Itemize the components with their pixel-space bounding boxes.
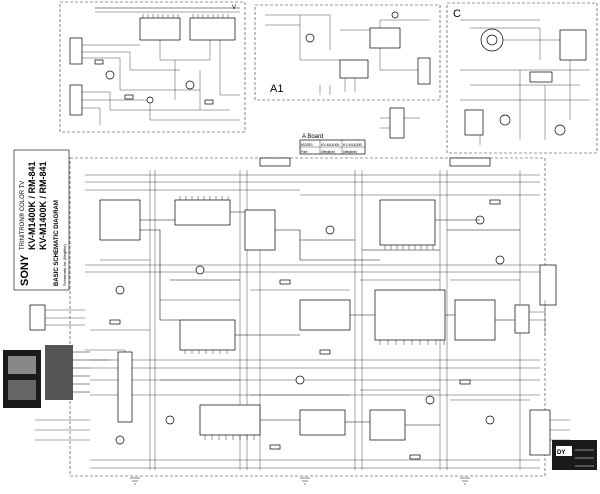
table-header-0: MODEL — [301, 143, 314, 147]
connector-v-left — [69, 37, 83, 65]
ic-main-5 — [299, 299, 351, 331]
ic-main-9 — [299, 409, 346, 436]
a1-board-label: A1 — [270, 83, 283, 95]
connector-a-top-right — [449, 157, 491, 167]
ic-main-4 — [379, 199, 436, 246]
ic-a1-2 — [339, 59, 369, 79]
tuner-block — [3, 345, 133, 423]
v-board-label: V — [232, 5, 236, 11]
connector-a1 — [417, 57, 431, 85]
diagram-title: BASIC SCHEMATIC DIAGRAM — [54, 200, 60, 286]
ic-a1-1 — [369, 27, 401, 49]
table-header-1: KV-M1400K — [321, 143, 340, 147]
dy-block: DY — [552, 440, 597, 470]
ic-main-1 — [99, 199, 141, 241]
c-board-section: C — [446, 2, 598, 154]
table-cell-1: (illegible) — [321, 150, 335, 154]
connector-a-top — [259, 157, 291, 167]
a-board-table-title: A Board — [302, 134, 323, 140]
connector-c-right — [559, 29, 587, 61]
ic-main-8 — [199, 404, 261, 436]
title-block: SONY TRINITRON® COLOR TV KV-M1400K / RM-… — [13, 149, 70, 291]
v-board-section: V — [59, 1, 246, 133]
left-io-connectors — [29, 304, 90, 441]
ic-main-2 — [174, 199, 231, 226]
product-line: TRINITRON® COLOR TV — [19, 181, 26, 250]
table-header-2: KV-M1400B — [343, 143, 362, 147]
ic-v2 — [189, 17, 236, 41]
a1-sub-block — [380, 107, 420, 139]
dy-label: DY — [557, 450, 565, 456]
connector-v-left-2 — [69, 84, 83, 116]
a-board-table: A Board MODEL KV-M1400K KV-M1400B Part (… — [299, 134, 366, 155]
ic-main-10 — [454, 299, 496, 341]
a1-board-section: A1 — [254, 4, 441, 101]
ic-main-6 — [374, 289, 446, 341]
main-a-board — [69, 157, 546, 477]
right-connectors — [514, 264, 570, 456]
ic-main-3 — [244, 209, 276, 251]
table-cell-0: Part — [301, 150, 307, 154]
brand-logo: SONY — [19, 254, 31, 286]
ground-symbols — [130, 477, 470, 485]
c-board-label: C — [453, 8, 461, 20]
table-cell-2: (illegible) — [343, 150, 357, 154]
ic-main-7 — [179, 319, 236, 351]
diagram-subtitle: Schematic for (Illegible) — [62, 244, 67, 286]
ic-main-11 — [369, 409, 406, 441]
model-line-2: KV-M1400K / RM-841 — [38, 161, 48, 250]
model-line-1: KV-M1400K / RM-841 — [27, 161, 37, 250]
ic-v1 — [139, 17, 181, 41]
